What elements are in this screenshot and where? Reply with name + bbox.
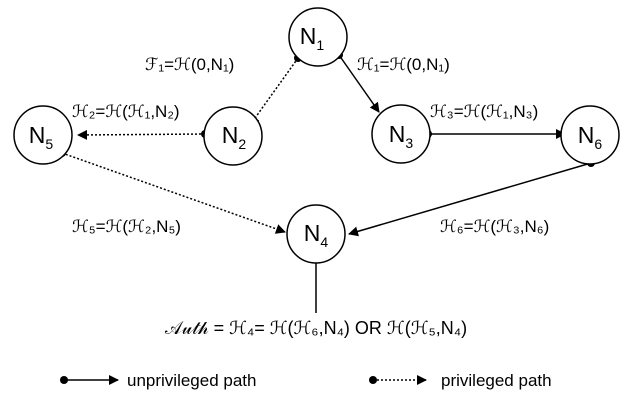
edge-n6-n4-unprivileged xyxy=(348,162,592,237)
legend-unprivileged: unprivileged path xyxy=(60,371,256,390)
edges xyxy=(58,51,595,313)
node-circle xyxy=(560,105,620,165)
edge-label-h5: ℋ₅=ℋ(ℋ₂,N₅) xyxy=(72,217,181,236)
node-circle xyxy=(13,105,73,165)
node-label: N1 xyxy=(300,23,325,53)
edge-label-h1-right: ℋ₁=ℋ(0,N₁) xyxy=(357,55,450,74)
edge-labels: ℱ₁=ℋ(0,N₁) ℋ₁=ℋ(0,N₁) ℋ₂=ℋ(ℋ₁,N₂) ℋ₃=ℋ(ℋ… xyxy=(72,55,549,236)
auth-formula: 𝒜𝓊𝓉𝒽 = ℋ₄= ℋ(ℋ₆,N₄) OR ℋ(ℋ₅,N₄) xyxy=(165,318,467,338)
legend-privileged: privileged path xyxy=(369,371,552,390)
node-subscript: 3 xyxy=(405,135,413,151)
edge-n5-n4-privileged xyxy=(61,152,286,234)
node-n1: N1 xyxy=(288,7,348,67)
node-subscript: 2 xyxy=(238,136,246,152)
edge-label-h2: ℋ₂=ℋ(ℋ₁,N₂) xyxy=(72,102,180,121)
node-circle xyxy=(203,106,263,166)
node-circle xyxy=(371,104,431,164)
node-label: N5 xyxy=(29,122,54,152)
node-name: N xyxy=(222,122,239,148)
legend: unprivileged path privileged path xyxy=(60,371,552,390)
node-label: N2 xyxy=(222,122,247,152)
node-n2: N2 xyxy=(203,106,263,166)
edge-n2-n5-privileged xyxy=(77,129,206,140)
node-name: N xyxy=(300,23,317,49)
node-subscript: 1 xyxy=(316,37,324,53)
node-n4: N4 xyxy=(286,204,346,264)
node-label: N3 xyxy=(389,121,414,151)
node-subscript: 4 xyxy=(320,234,328,250)
node-name: N xyxy=(578,122,595,148)
legend-privileged-label: privileged path xyxy=(441,371,552,390)
edge-label-h3: ℋ₃=ℋ(ℋ₁,N₃) xyxy=(430,102,538,121)
node-name: N xyxy=(29,122,46,148)
node-name: N xyxy=(304,220,321,246)
node-subscript: 5 xyxy=(45,136,53,152)
node-label: N6 xyxy=(578,122,603,152)
node-name: N xyxy=(389,121,406,147)
node-n6: N6 xyxy=(560,105,620,165)
node-label: N4 xyxy=(304,220,329,250)
edge-n1-n3-unprivileged xyxy=(338,54,380,113)
edge-label-h6: ℋ₆=ℋ(ℋ₃,N₆) xyxy=(440,217,549,236)
edge-label-h1-left: ℱ₁=ℋ(0,N₁) xyxy=(145,55,234,74)
legend-unprivileged-label: unprivileged path xyxy=(127,371,256,390)
node-n3: N3 xyxy=(371,104,431,164)
node-circle xyxy=(286,204,346,264)
edge-n1-n2-privileged xyxy=(249,57,299,126)
node-circle xyxy=(288,7,348,67)
node-subscript: 6 xyxy=(594,136,602,152)
node-n5: N5 xyxy=(13,105,73,165)
